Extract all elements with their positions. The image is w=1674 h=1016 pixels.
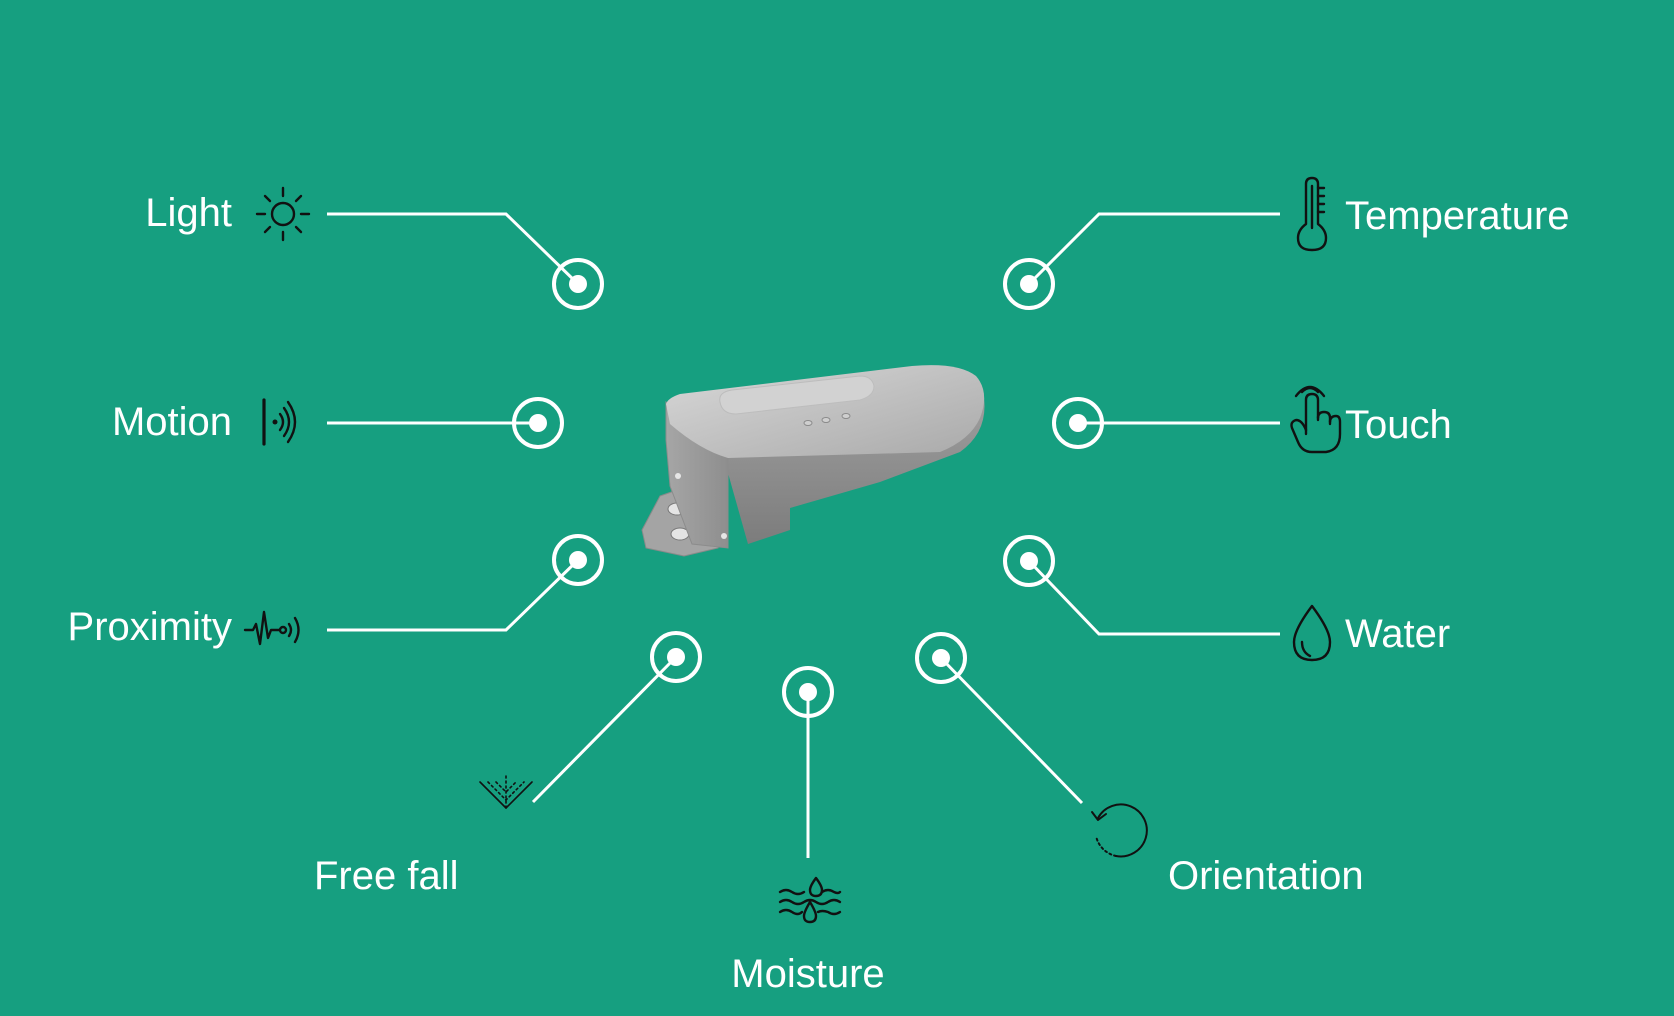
label-motion: Motion: [111, 400, 232, 444]
marker-touch: [1052, 397, 1104, 449]
proximity-pulse-icon: [243, 610, 300, 646]
connector-light: [327, 212, 580, 286]
motion-waves-icon: [262, 398, 297, 446]
label-water: Water: [1345, 612, 1451, 656]
label-touch: Touch: [1345, 403, 1452, 447]
connector-proximity: [327, 558, 580, 632]
rotate-icon: [1091, 803, 1148, 858]
marker-orientation: [915, 632, 967, 684]
connector-orientation: [939, 656, 1084, 805]
label-light: Light: [145, 191, 232, 235]
marker-light: [552, 258, 604, 310]
marker-moisture: [782, 666, 834, 718]
marker-temperature: [1003, 258, 1055, 310]
touch-hand-icon: [1290, 385, 1342, 454]
water-drop-icon: [1292, 604, 1332, 662]
connector-free-fall: [531, 655, 678, 804]
marker-proximity: [552, 534, 604, 586]
arrow-down-icon: [479, 775, 533, 809]
label-orientation: Orientation: [1168, 854, 1364, 898]
marker-motion: [512, 397, 564, 449]
connector-water: [1027, 559, 1280, 636]
markers: [512, 258, 1104, 718]
sun-icon: [255, 186, 311, 242]
connector-temperature: [1027, 212, 1280, 286]
label-moisture: Moisture: [731, 952, 885, 996]
marker-free-fall: [650, 631, 702, 683]
label-free-fall: Free fall: [314, 854, 459, 898]
thermometer-icon: [1296, 176, 1328, 252]
label-temperature: Temperature: [1345, 194, 1570, 238]
device-illustration: [641, 365, 985, 557]
connector-lines: [327, 212, 1280, 858]
marker-water: [1003, 535, 1055, 587]
label-proximity: Proximity: [67, 605, 232, 649]
moisture-drops-icon: [778, 876, 842, 924]
